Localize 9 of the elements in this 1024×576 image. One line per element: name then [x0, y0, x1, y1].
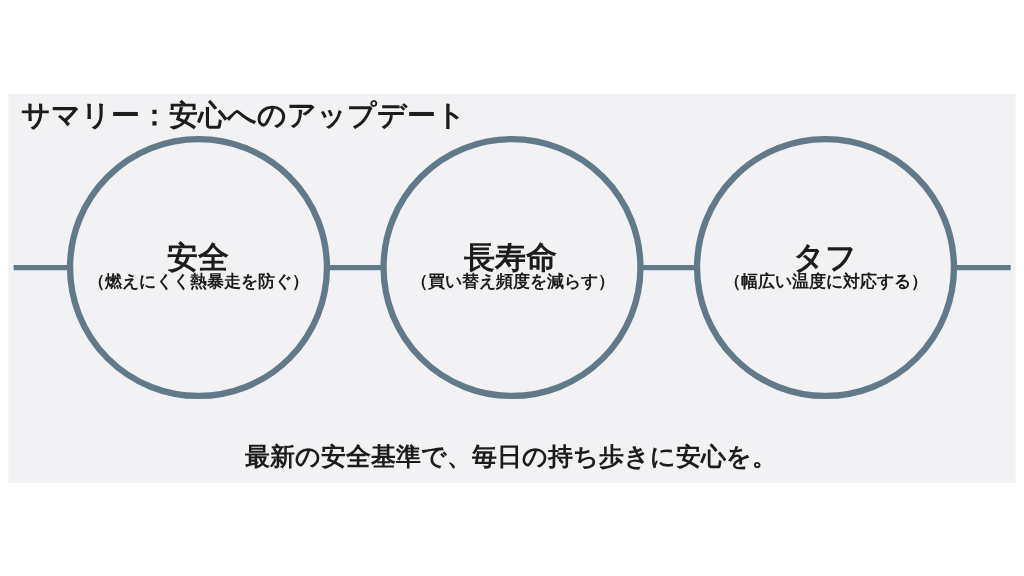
- node-circle: タフ （幅広い温度に対応する）: [693, 135, 958, 399]
- connector: [954, 264, 1011, 270]
- diagram-title: サマリー：安心へのアップデート: [20, 97, 466, 132]
- node-circle: 長寿命 （買い替え頻度を減らす）: [380, 135, 644, 399]
- connector: [327, 264, 384, 270]
- connector: [640, 264, 697, 270]
- connector: [13, 264, 70, 270]
- node-circle: 安全 （燃えにくく熱暴走を防ぐ）: [66, 135, 331, 399]
- caption: 最新の安全基準で、毎日の持ち歩きに安心を。: [244, 441, 777, 471]
